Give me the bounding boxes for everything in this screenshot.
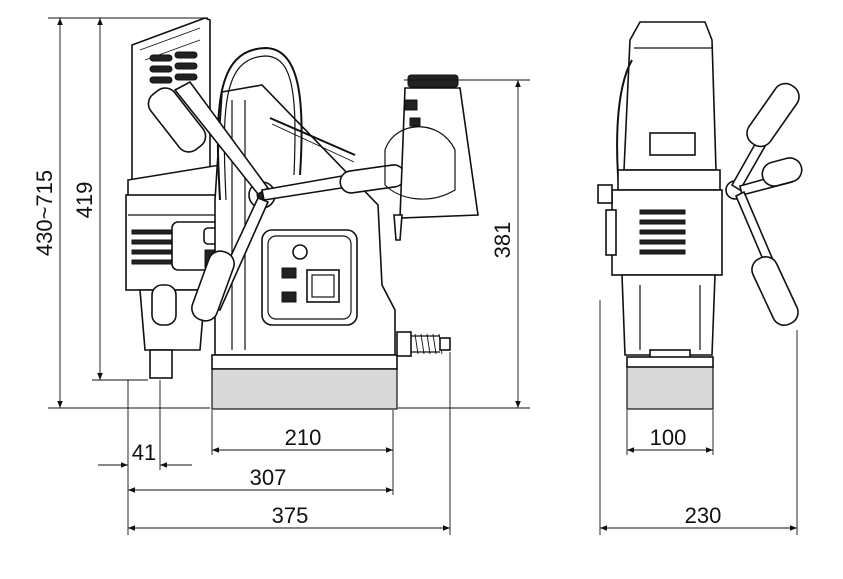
front-feed-handle[interactable] bbox=[725, 79, 804, 329]
front-vents bbox=[639, 209, 686, 255]
side-view-drill bbox=[125, 17, 479, 410]
front-view-drill bbox=[597, 21, 804, 410]
motor-vents bbox=[149, 51, 198, 84]
dim-base-width: 100 bbox=[650, 425, 687, 450]
dim-height-range: 430~715 bbox=[32, 170, 57, 256]
magnetic-base bbox=[211, 354, 398, 410]
dim-offset-spindle: 41 bbox=[132, 440, 156, 465]
rack-teeth bbox=[269, 117, 356, 163]
dim-length-total: 375 bbox=[272, 503, 309, 528]
dim-height-column: 381 bbox=[490, 222, 515, 259]
dimension-lines bbox=[48, 17, 798, 535]
control-panel bbox=[261, 229, 358, 326]
dim-length-mid: 307 bbox=[250, 465, 287, 490]
coolant-tank bbox=[384, 74, 479, 219]
dim-base-length: 210 bbox=[285, 425, 322, 450]
dim-width-total: 230 bbox=[685, 503, 722, 528]
dim-height-motor: 419 bbox=[72, 182, 97, 219]
feed-handle[interactable] bbox=[144, 80, 407, 324]
cable-spring bbox=[396, 331, 451, 357]
dimension-labels: 430~715 419 381 41 210 307 375 100 230 bbox=[32, 170, 721, 528]
